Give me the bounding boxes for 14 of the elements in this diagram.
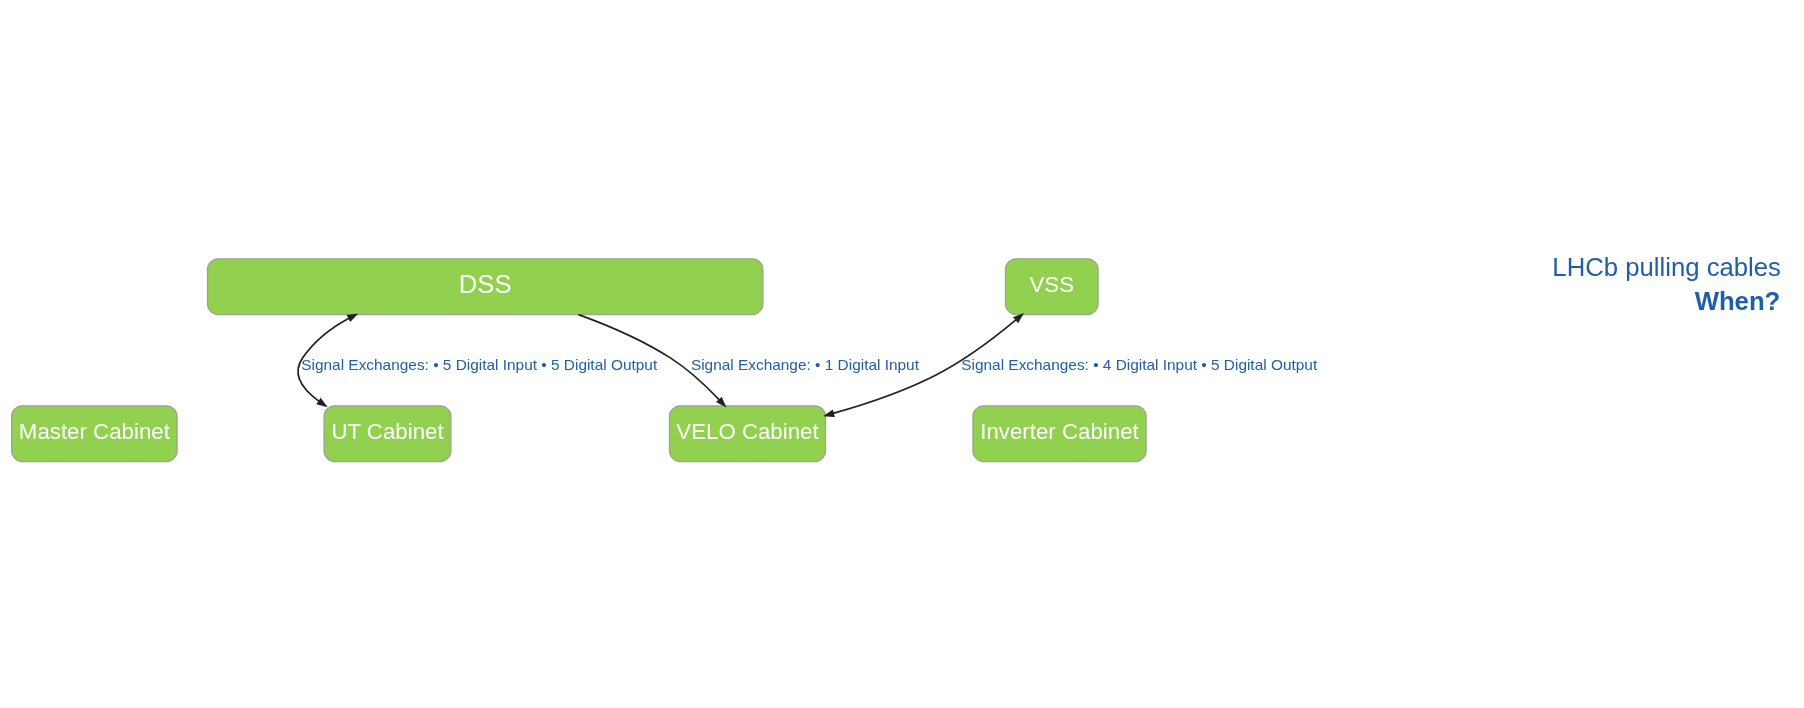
node-box: Inverter Cabinet [972,405,1147,463]
node-box: VELO Cabinet [668,405,827,463]
edge-label: Signal Exchanges: • 5 Digital Input • 5 Digital Output [301,356,658,374]
edge-label: Signal Exchanges: • 4 Digital Input • 5 Digital Output [961,356,1318,374]
node-box: DSS [206,258,764,316]
node-box: Master Cabinet [11,405,178,463]
label: When? [1694,286,1781,315]
arrow [297,313,359,408]
node-box: VSS [1004,258,1099,316]
edge-label: Signal Exchange: • 1 Digital Input [690,356,919,374]
label: LHCb pulling cables [1552,252,1781,281]
node-box: UT Cabinet [323,405,452,463]
arrow [823,313,1025,417]
arrow [577,313,727,408]
